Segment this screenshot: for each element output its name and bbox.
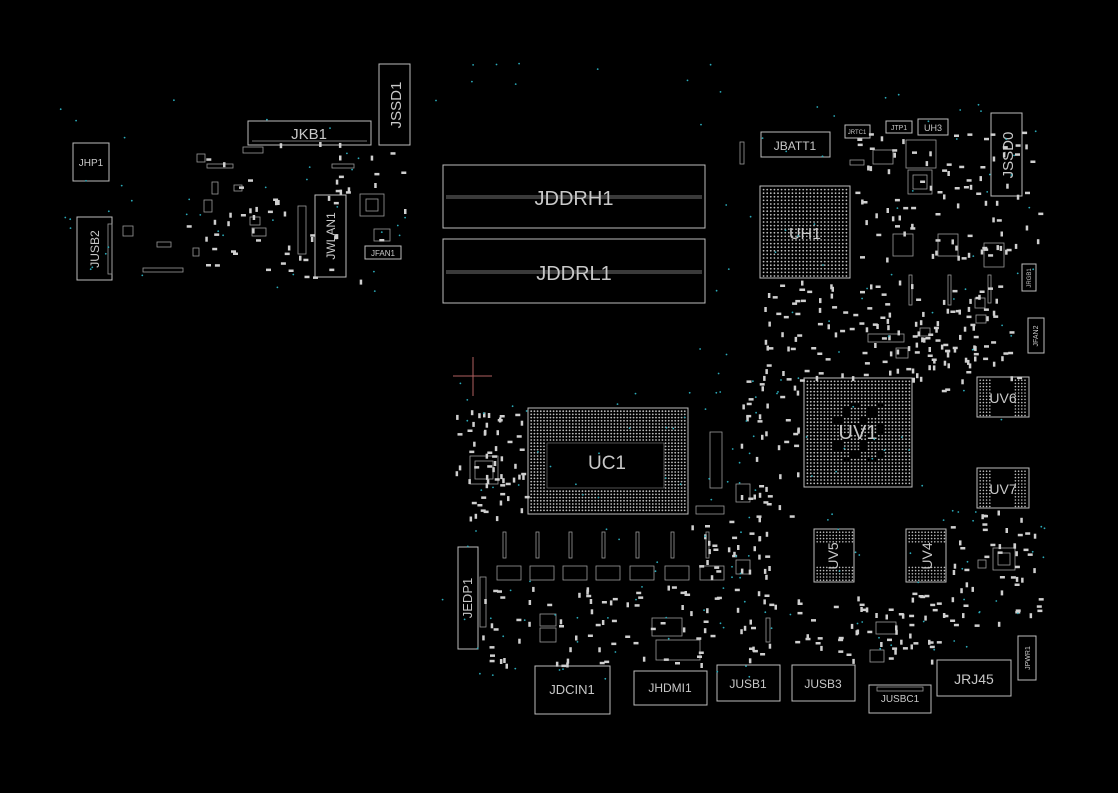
component-JRGB1[interactable]: JRGB1	[1021, 263, 1037, 292]
component-UC1[interactable]: UC1	[527, 407, 689, 515]
component-JRJ45[interactable]: JRJ45	[936, 659, 1012, 697]
label-JFAN2: JFAN2	[1033, 325, 1040, 346]
component-UV4[interactable]: UV4	[905, 528, 947, 583]
label-JDCIN1: JDCIN1	[549, 682, 595, 697]
misc-chips-right	[539, 139, 1016, 663]
component-JSSD0[interactable]: JSSD0	[990, 112, 1023, 197]
inductor-row	[496, 531, 725, 581]
component-JUSBC1[interactable]: JUSBC1	[868, 684, 932, 714]
component-JKB1[interactable]: JKB1	[247, 120, 372, 146]
label-JSSD0: JSSD0	[1000, 132, 1017, 179]
component-JUSB2[interactable]: JUSB2	[76, 216, 113, 281]
component-JSSD1[interactable]: JSSD1	[378, 63, 411, 146]
label-JDDRH1: JDDRH1	[535, 188, 614, 210]
label-UV4: UV4	[919, 542, 935, 569]
label-UH1: UH1	[789, 226, 821, 243]
smd-pads	[186, 131, 1044, 669]
component-JUSB1[interactable]: JUSB1	[716, 664, 781, 702]
component-JDDRL1[interactable]: JDDRL1	[442, 238, 706, 304]
component-UV6[interactable]: UV6	[976, 376, 1030, 418]
component-JHP1[interactable]: JHP1	[72, 142, 110, 182]
component-JFAN1[interactable]: JFAN1	[364, 245, 402, 260]
component-JDCIN1[interactable]: JDCIN1	[534, 665, 611, 715]
label-UV5: UV5	[825, 542, 841, 569]
label-JSSD1: JSSD1	[388, 82, 405, 129]
component-UH1[interactable]: UH1	[759, 185, 851, 279]
label-JKB1: JKB1	[291, 126, 327, 143]
label-JUSB1: JUSB1	[729, 677, 767, 691]
label-JUSB2: JUSB2	[88, 230, 102, 268]
component-UV5[interactable]: UV5	[813, 528, 855, 583]
vias	[59, 62, 1046, 680]
label-JHDMI1: JHDMI1	[648, 681, 692, 695]
label-JRTC1: JRTC1	[848, 130, 867, 136]
component-UV7[interactable]: UV7	[976, 467, 1030, 509]
label-JRGB1: JRGB1	[1027, 268, 1033, 288]
label-JWLAN1: JWLAN1	[324, 212, 338, 260]
component-JPWR1[interactable]: JPWR1	[1017, 635, 1037, 681]
component-UV1[interactable]: UV1	[803, 377, 913, 488]
label-UV1: UV1	[839, 422, 878, 444]
label-JRJ45: JRJ45	[954, 671, 994, 687]
component-JUSB3[interactable]: JUSB3	[791, 664, 856, 702]
left-small-parts	[122, 146, 391, 273]
component-JHDMI1[interactable]: JHDMI1	[633, 670, 708, 706]
label-UV7: UV7	[989, 481, 1016, 497]
label-JEDP1: JEDP1	[460, 578, 475, 618]
label-JFAN1: JFAN1	[371, 249, 396, 258]
label-JBATT1: JBATT1	[774, 139, 817, 153]
component-JBATT1[interactable]: JBATT1	[760, 131, 831, 158]
cursor-crosshair	[453, 357, 492, 396]
component-JDDRH1[interactable]: JDDRH1	[442, 164, 706, 229]
label-JHP1: JHP1	[79, 158, 104, 169]
label-JUSBC1: JUSBC1	[881, 694, 920, 705]
component-JRTC1[interactable]: JRTC1	[844, 124, 871, 139]
label-UC1: UC1	[588, 453, 626, 474]
label-JTP1: JTP1	[891, 125, 907, 132]
label-UH3: UH3	[924, 123, 942, 133]
label-UV6: UV6	[989, 390, 1016, 406]
component-JEDP1[interactable]: JEDP1	[457, 546, 487, 650]
component-JFAN2[interactable]: JFAN2	[1027, 317, 1045, 354]
component-JTP1[interactable]: JTP1	[885, 120, 913, 134]
component-UH3[interactable]: UH3	[917, 118, 949, 136]
label-JPWR1: JPWR1	[1025, 646, 1032, 670]
label-JUSB3: JUSB3	[804, 677, 842, 691]
label-JDDRL1: JDDRL1	[536, 263, 612, 285]
